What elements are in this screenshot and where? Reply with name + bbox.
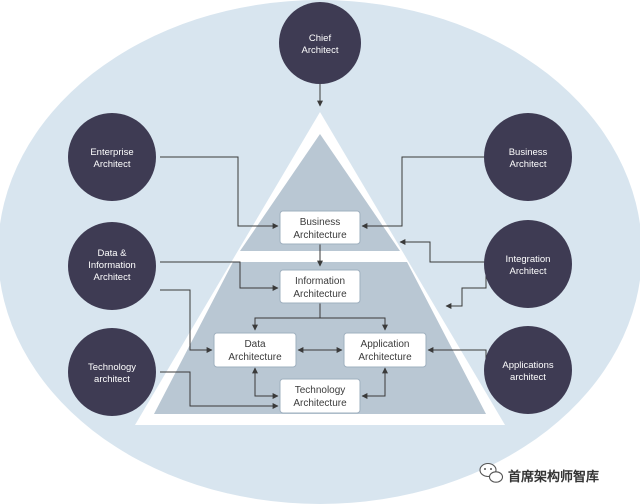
architecture-box-data-line1: Data [244,339,266,350]
role-integration-line2: Architect [510,266,547,277]
connector-application-technology [361,367,388,399]
architecture-box-data-line2: Architecture [228,352,282,363]
connector-business-architect-to-business-arch [361,156,486,229]
connectors [160,84,487,409]
watermark-text: 首席架构师智库 [508,469,599,485]
connector-technology-to-technology-arch [160,371,279,409]
role-applications-line2: architect [510,372,546,383]
wechat-icon [479,462,504,483]
role-applications-line1: Applications [502,360,553,371]
architecture-box-information-line2: Architecture [293,289,347,300]
architecture-box-business-line2: Architecture [293,230,347,241]
architecture-box-information-line1: Information [295,276,345,287]
architecture-box-application-line1: Application [361,339,410,350]
architecture-box-business-line1: Business [300,217,341,228]
role-data-information-line3: Architect [94,272,131,283]
connector-information-to-data [252,303,321,331]
pyramid-bottom-section [154,262,486,414]
role-technology-line1: Technology [88,362,136,373]
connector-integration-to-application [445,272,487,309]
connector-integration-to-pyramid [399,239,486,263]
watermark: 首席架构师智库 [479,462,599,485]
connector-data-info-to-information [160,261,279,291]
role-enterprise-line2: Architect [94,159,131,170]
role-enterprise-line1: Enterprise [90,147,133,158]
architecture-box-technology-line2: Architecture [293,398,347,409]
role-business-line1: Business [509,147,548,158]
connector-data-info-to-data [160,289,213,353]
role-chief-line1: Chief [309,33,332,44]
role-technology-line2: architect [94,374,130,385]
architecture-box-technology-line1: Technology [295,385,346,396]
role-integration-line1: Integration [506,254,551,265]
role-data-information-line1: Data & [97,248,127,259]
role-business-line2: Architect [510,159,547,170]
role-chief-line2: Architect [302,45,339,56]
connector-enterprise-to-business-arch [160,156,279,229]
connector-information-to-application [320,317,388,331]
architecture-box-application-line2: Architecture [358,352,412,363]
connector-data-technology [252,367,279,399]
role-data-information-line2: Information [88,260,136,271]
